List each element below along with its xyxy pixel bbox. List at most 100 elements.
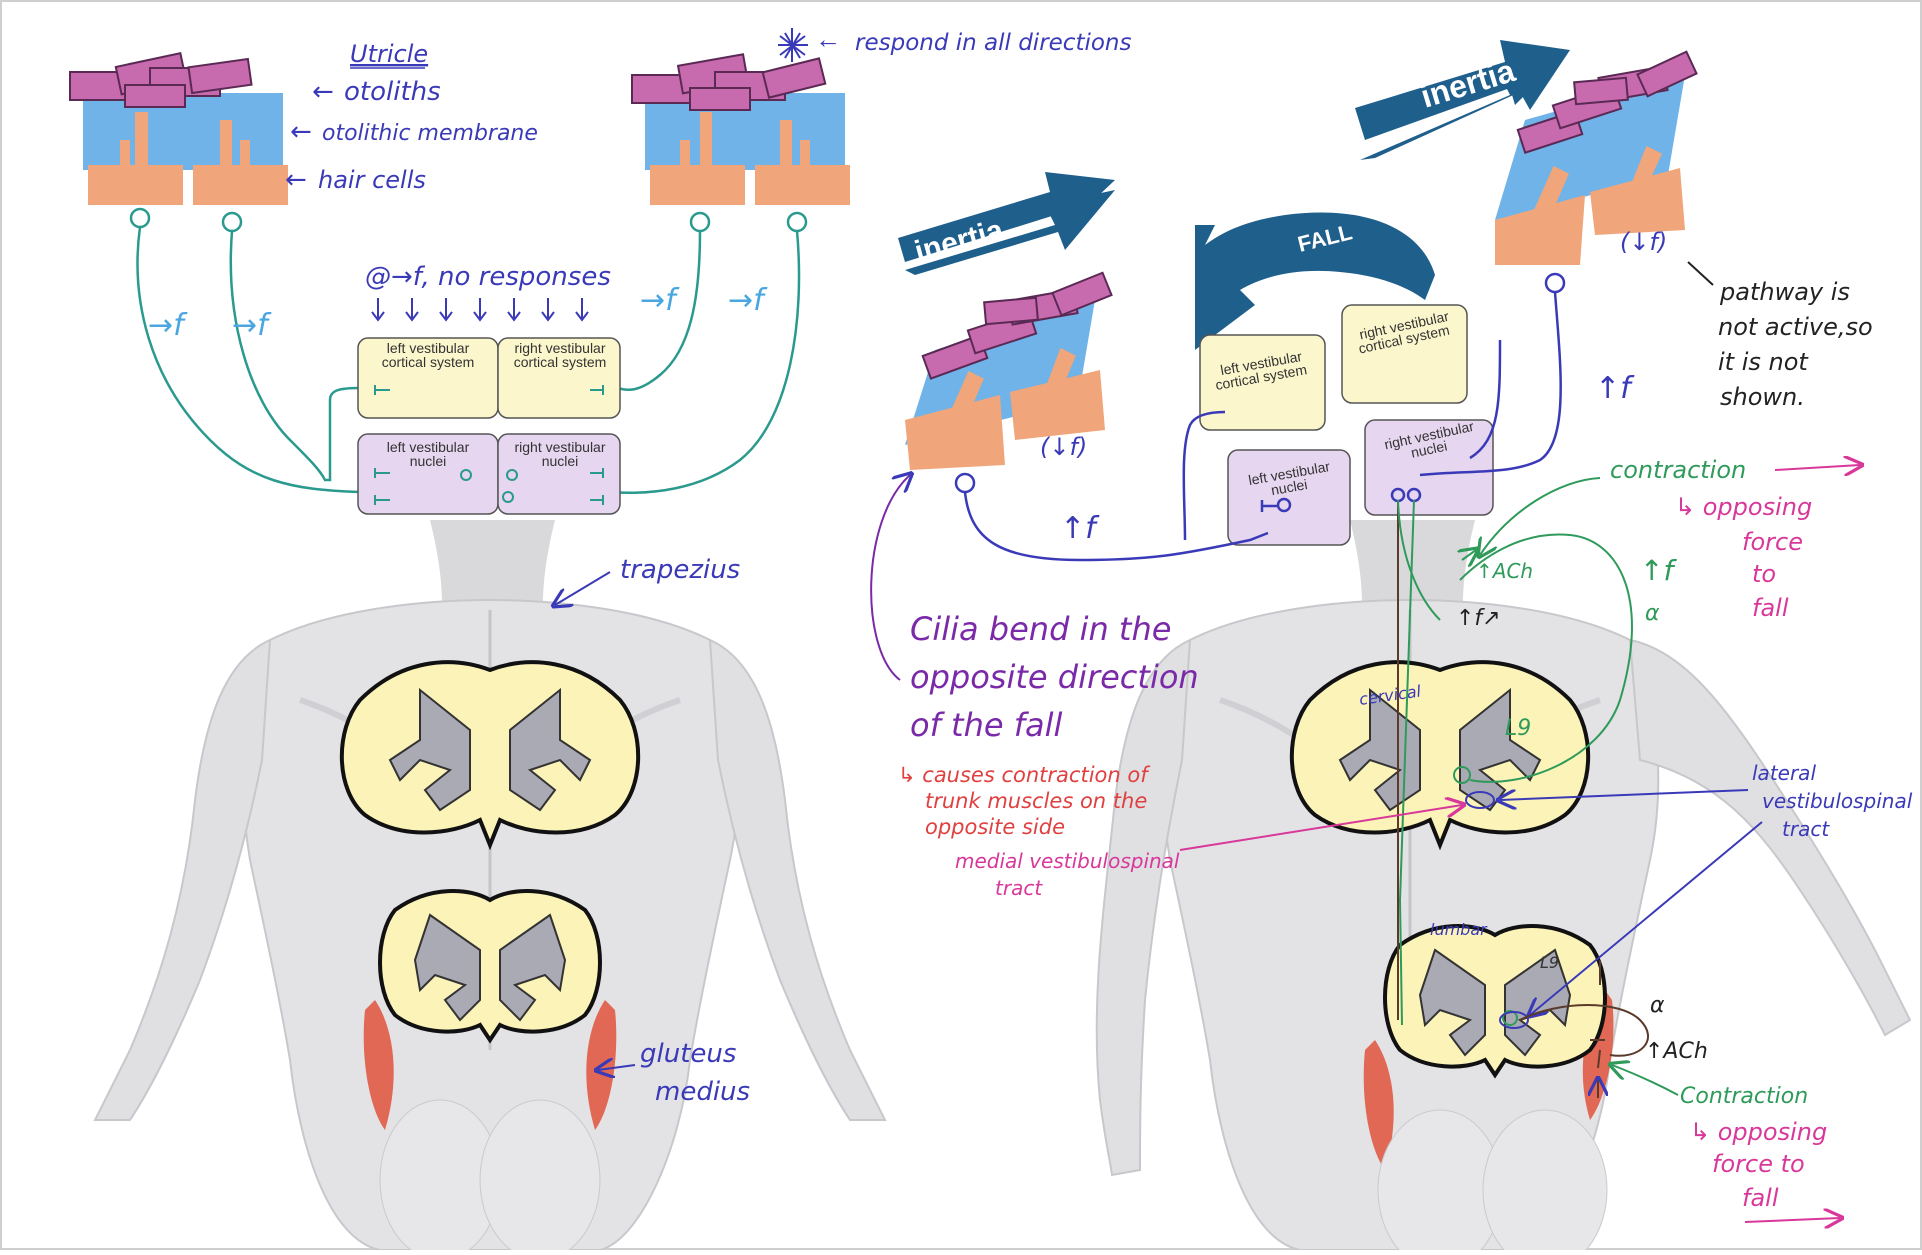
gluteus-label-line1: gluteus [640, 1039, 736, 1069]
upper-contraction-loop [1460, 477, 1633, 783]
svg-text:right vestibular: right vestibular [514, 340, 605, 356]
lateral-tract-line2: vestibulospinal [1762, 789, 1913, 813]
fall-arrow: FALL [1195, 212, 1435, 350]
respond-all-directions-label: respond in all directions [855, 30, 1132, 56]
svg-text:nuclei: nuclei [410, 453, 447, 469]
alpha-label-upper: α [1645, 601, 1660, 626]
arrow-f-label-2: →f [232, 308, 272, 343]
utricle-right-pair [631, 53, 850, 205]
svg-text:←: ← [285, 165, 307, 195]
lateral-tract-arrow-upper [1500, 789, 1749, 800]
utricle-tilted-top-right [1495, 50, 1698, 265]
utricle-left-pair [69, 52, 288, 205]
svg-text:right vestibular: right vestibular [514, 439, 605, 455]
lateral-tract-line1: lateral [1752, 761, 1816, 785]
decrease-f-label-left: (↓f) [1040, 433, 1087, 461]
spinal-cord-cervical-left [339, 660, 641, 851]
spinal-cord-lumbar-left [378, 889, 602, 1044]
right-nuclei-box: right vestibular nuclei [497, 433, 621, 515]
alpha-label-lower: α [1650, 993, 1665, 1018]
opposing-label-upper-4: fall [1752, 594, 1789, 622]
opposing-label-upper-1: ↳ opposing [1675, 493, 1812, 521]
pathway-note-line1: pathway is [1719, 278, 1850, 306]
right-panel-right-cortical-box: right vestibular cortical system [1341, 304, 1468, 404]
opposing-arrow-lower [1744, 1218, 1840, 1222]
svg-text:←: ← [290, 117, 312, 147]
cilia-note-arrow [870, 475, 910, 681]
otoliths-left [69, 52, 253, 108]
arrow-f-label-1: →f [148, 308, 188, 343]
l9-label-lumbar: L9 [1540, 953, 1559, 972]
lower-contraction-loop [1519, 960, 1650, 1098]
arrow-f-label-3: →f [640, 283, 680, 318]
increase-f-label-left: ↑f [1060, 511, 1100, 546]
pathway-note-line3: it is not [1718, 348, 1809, 376]
opposing-label-lower-3: fall [1742, 1184, 1779, 1212]
gluteus-label-line2: medius [655, 1077, 750, 1107]
right-panel-right-nuclei-box: right vestibular nuclei [1364, 418, 1494, 516]
gluteus-arrow [598, 1065, 636, 1070]
svg-text:cortical system: cortical system [382, 354, 475, 370]
causes-note-line2: trunk muscles on the [925, 789, 1147, 813]
right-cortical-box: right vestibular cortical system [497, 337, 621, 419]
causes-note-line3: opposite side [925, 815, 1065, 839]
trapezius-label: trapezius [620, 555, 740, 585]
right-panel-left-cortical-box: left vestibular cortical system [1199, 334, 1326, 431]
pathway-note-line4: shown. [1720, 383, 1805, 411]
down-arrows-row [371, 298, 589, 322]
opposing-arrow-upper [1774, 465, 1860, 470]
contraction-label-lower: Contraction [1680, 1084, 1808, 1109]
lumbar-label: lumbar [1430, 920, 1488, 939]
otoliths-label: otoliths [344, 77, 441, 107]
svg-text:nuclei: nuclei [542, 453, 579, 469]
multi-direction-star-icon [778, 28, 808, 62]
gluteus-medius-left-right-body [1363, 1040, 1394, 1170]
right-panel-left-nuclei-box: left vestibular nuclei [1227, 449, 1351, 546]
lateral-tract-arrow-lower [1530, 821, 1763, 1015]
svg-text:left vestibular: left vestibular [387, 439, 470, 455]
l9-label-cervical: L9 [1505, 716, 1531, 741]
otolithic-membrane-label: otolithic membrane [322, 121, 538, 146]
increase-f-label-right: ↑f [1595, 371, 1635, 406]
opposing-label-upper-2: force [1742, 528, 1803, 556]
svg-text:cortical system: cortical system [514, 354, 607, 370]
cilia-note-line1: Cilia bend in the [910, 610, 1171, 648]
pathway-note-line2: not active,so [1718, 313, 1873, 341]
medial-tract-arrow [1179, 805, 1462, 851]
otoliths-right [631, 53, 827, 111]
svg-text:nuclei: nuclei [1409, 437, 1448, 460]
hair-cells-label: hair cells [318, 166, 426, 194]
causes-note-line1: ↳ causes contraction of [898, 763, 1151, 787]
baseline-no-response-label: @→f, no responses [365, 262, 611, 292]
cilia-note-line3: of the fall [910, 706, 1062, 744]
gluteus-medius-left [363, 1000, 394, 1130]
utricle-title: Utricle [350, 40, 428, 68]
medial-tract-line1: medial vestibulospinal [955, 849, 1180, 873]
contraction-label-upper: contraction [1610, 456, 1746, 484]
left-nuclei-box: left vestibular nuclei [357, 433, 499, 515]
opposing-label-lower-1: ↳ opposing [1690, 1118, 1827, 1146]
afferent-fibers-left [129, 207, 808, 495]
cilia-note-line2: opposite direction [910, 658, 1199, 696]
ach-label-upper: ↑ACh [1476, 559, 1533, 583]
spinal-cord-cervical-right [1289, 660, 1591, 851]
medial-tract-line2: tract [995, 876, 1043, 900]
utricle-tilted-left [905, 271, 1113, 470]
svg-text:←: ← [815, 24, 841, 54]
decrease-f-label-top: (↓f) [1620, 228, 1667, 256]
opposing-label-upper-3: to [1752, 560, 1776, 588]
descending-tracts [1397, 499, 1529, 1029]
arrow-f-label-4: →f [728, 283, 768, 318]
svg-text:left vestibular: left vestibular [387, 340, 470, 356]
opposing-label-lower-2: force to [1712, 1150, 1805, 1178]
svg-text:←: ← [312, 77, 334, 107]
ach-label-lower: ↑ACh [1645, 1039, 1708, 1064]
synapse-ticks-left [374, 385, 604, 505]
trapezius-arrow [555, 571, 611, 605]
spinal-cord-lumbar-right [1383, 924, 1607, 1079]
lateral-tract-line3: tract [1782, 817, 1830, 841]
increase-f-label-green: ↑f [1640, 554, 1677, 587]
left-cortical-box: left vestibular cortical system [357, 337, 499, 419]
